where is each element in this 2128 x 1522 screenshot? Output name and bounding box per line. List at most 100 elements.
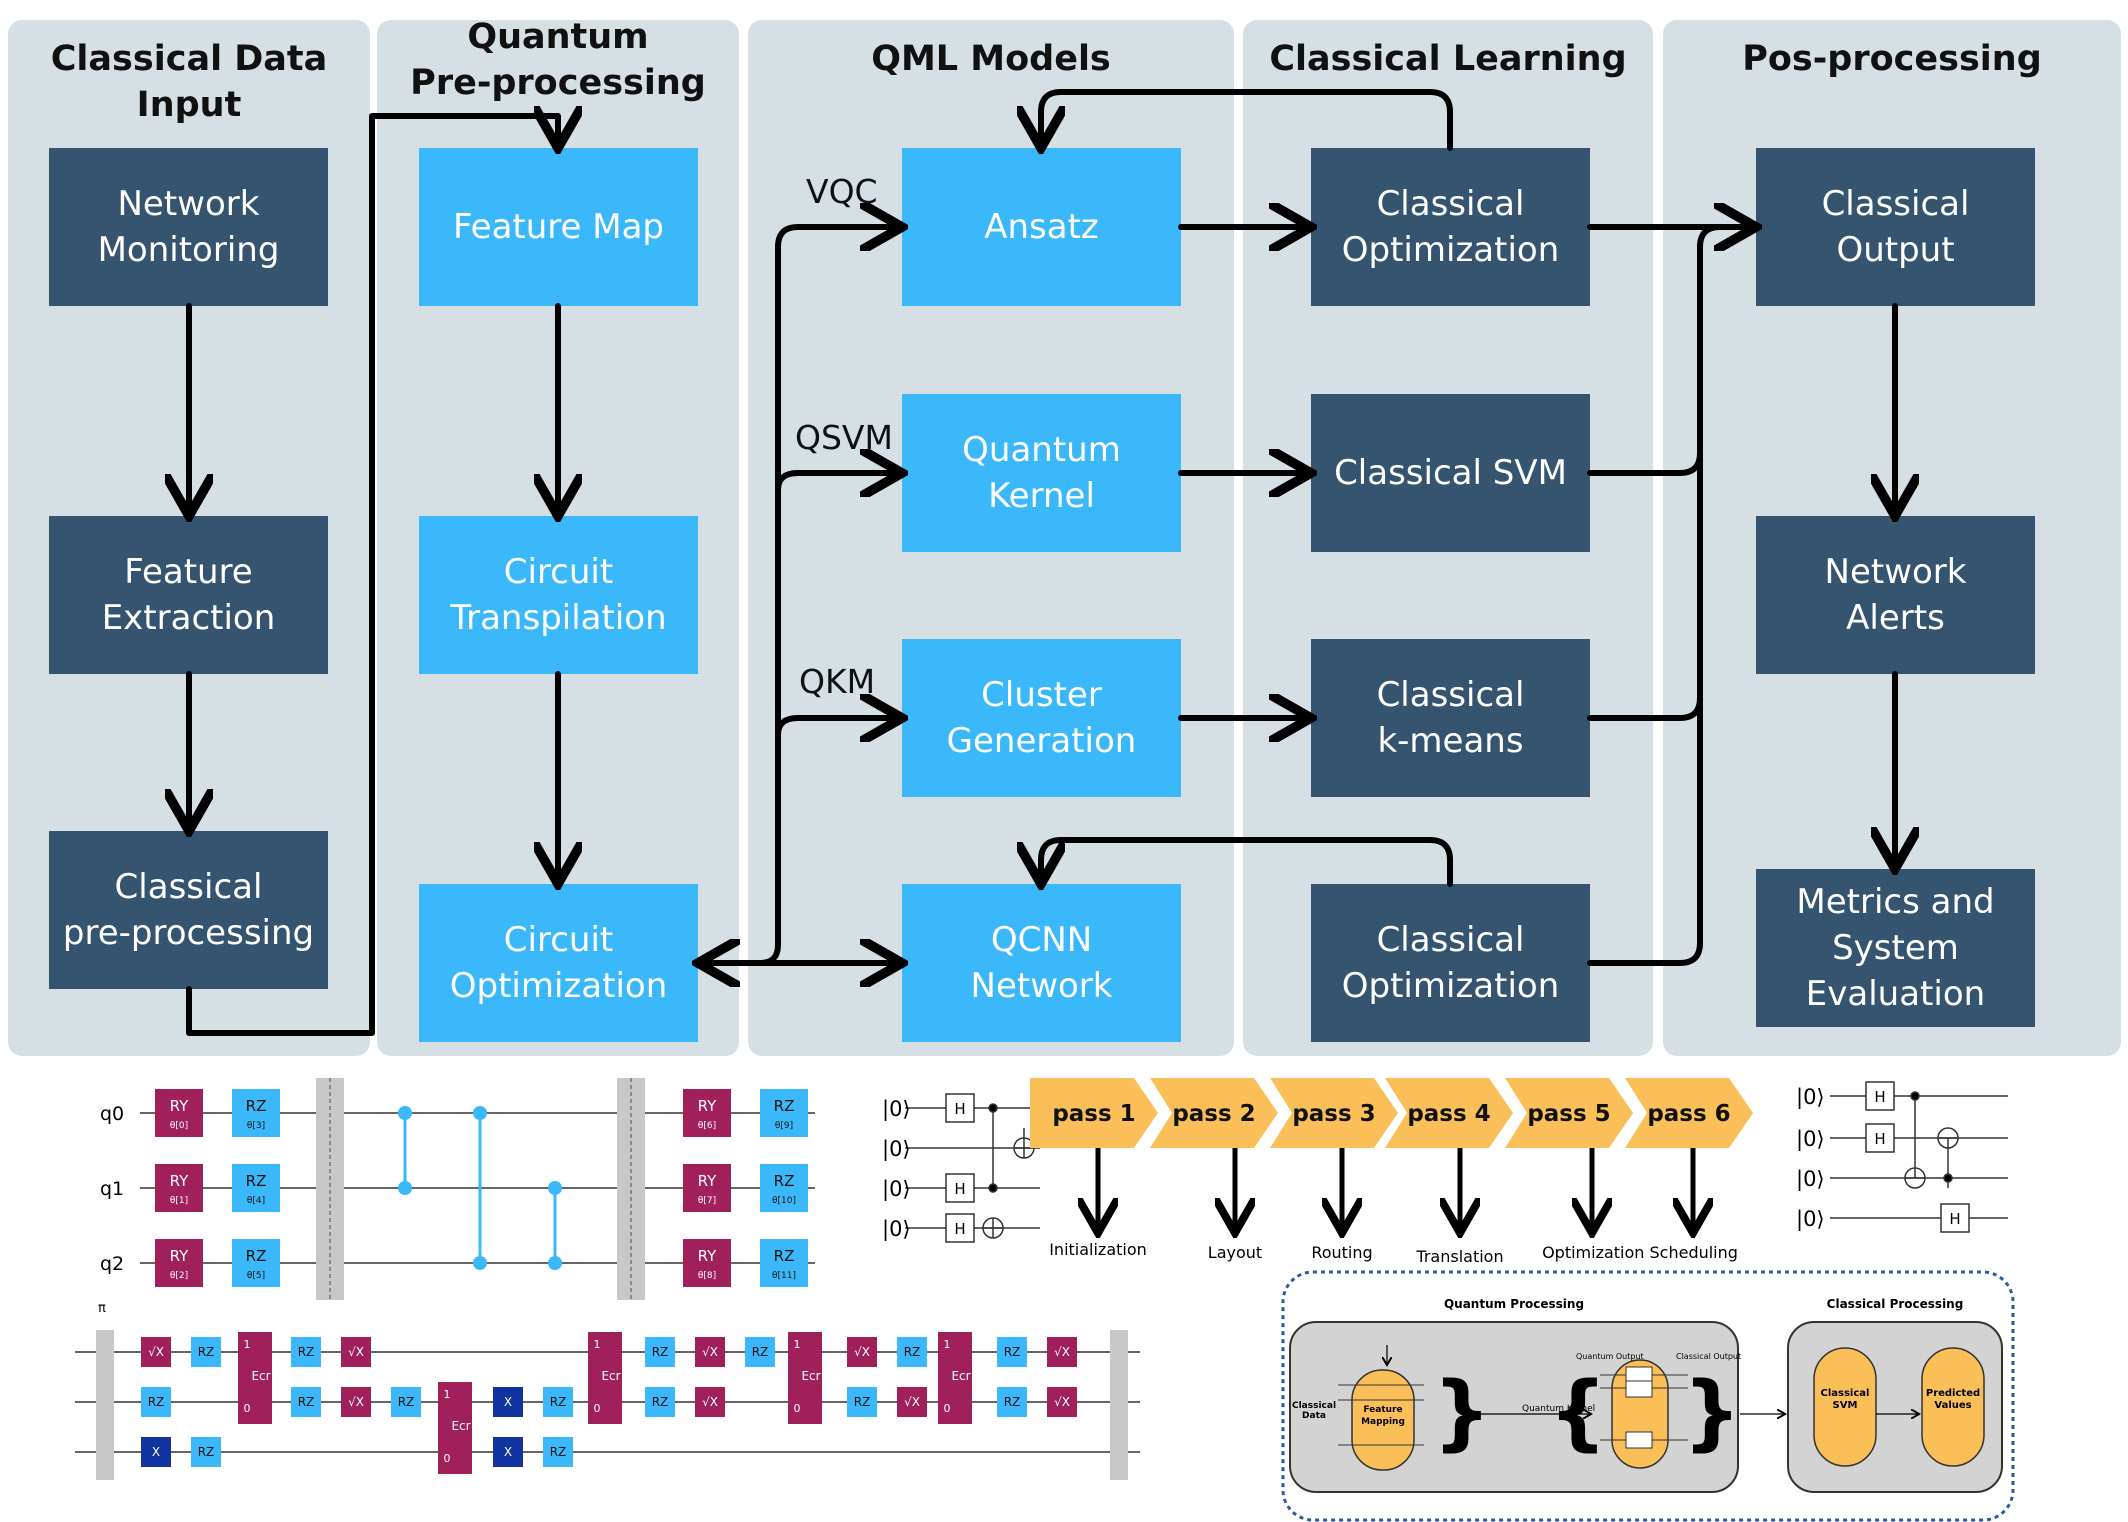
svg-text:H: H	[954, 1180, 965, 1198]
svg-text:RY: RY	[170, 1247, 189, 1265]
svg-text:RZ: RZ	[550, 1395, 567, 1409]
box-classical-output: Classical Output	[1756, 148, 2035, 306]
pipeline-predicted-values-2: Values	[1934, 1400, 1971, 1411]
svg-text:RZ: RZ	[854, 1395, 871, 1409]
box-classical-optimization-bottom: Classical Optimization	[1311, 884, 1590, 1042]
h-gate: H	[1865, 1123, 1895, 1153]
arrow-preprocessing-to-feature-map	[186, 116, 558, 1036]
pipeline-classical-processing: Classical Processing	[1827, 1297, 1964, 1311]
svg-text:√X: √X	[348, 1345, 364, 1359]
gate2-rz: RZ	[847, 1387, 877, 1417]
svg-text:RZ: RZ	[774, 1247, 795, 1265]
pipeline-feature-mapping-2: Mapping	[1361, 1417, 1405, 1427]
arrow-optimization-to-qcnn	[1041, 837, 1453, 884]
svg-text:RZ: RZ	[1004, 1395, 1021, 1409]
qubit-label-q0: q0	[100, 1103, 124, 1125]
box-classical-preprocessing: Classical pre-processing	[49, 831, 328, 989]
svg-text:H: H	[1874, 1130, 1885, 1148]
svg-text:RZ: RZ	[652, 1395, 669, 1409]
gate-rz-1: RZθ[4]	[232, 1164, 280, 1212]
pipeline-quantum-processing: Quantum Processing	[1444, 1297, 1584, 1311]
svg-text:RZ: RZ	[198, 1345, 215, 1359]
pipeline-feature-mapping-1: Feature	[1363, 1405, 1402, 1415]
gate2-x: X	[493, 1387, 523, 1417]
gate2-rz: RZ	[997, 1387, 1027, 1417]
pipeline-classical-svm-1: Classical	[1821, 1388, 1870, 1399]
gate2-rz: RZ	[745, 1337, 775, 1367]
h-gate: H	[945, 1213, 975, 1243]
gate2-rz: RZ	[997, 1337, 1027, 1367]
svg-text:0: 0	[944, 1402, 951, 1415]
box-cluster-generation: Cluster Generation	[902, 639, 1181, 797]
gate2-rz: RZ	[897, 1337, 927, 1367]
pi-label: π	[98, 1301, 106, 1316]
gate2-rz: RZ	[543, 1437, 573, 1467]
svg-text:1: 1	[244, 1338, 251, 1351]
gate-rz-0: RZθ[9]	[760, 1089, 808, 1137]
gate2-rz: RZ	[291, 1387, 321, 1417]
gate2-rz: RZ	[391, 1387, 421, 1417]
h-gate: H	[945, 1093, 975, 1123]
svg-text:Ecr: Ecr	[251, 1369, 270, 1383]
ket-zero: |0⟩	[882, 1177, 911, 1202]
gate-rz-2: RZθ[11]	[760, 1239, 808, 1287]
ket-zero: |0⟩	[882, 1097, 911, 1122]
column-title: Classical Learning	[1269, 39, 1627, 79]
pipeline-quantum-kernel: Quantum Kernel	[1522, 1404, 1595, 1414]
merge-svm	[1587, 450, 1703, 476]
gate-ry-2: RYθ[8]	[683, 1239, 731, 1287]
pass-chevron-1: pass 1	[1030, 1078, 1158, 1148]
pass-chevron-3: pass 3	[1270, 1078, 1398, 1148]
svg-text:θ[8]: θ[8]	[698, 1271, 716, 1281]
svg-text:1: 1	[594, 1338, 601, 1351]
svg-text:θ[10]: θ[10]	[772, 1196, 796, 1206]
svg-text:pass 2: pass 2	[1172, 1101, 1255, 1127]
gate-ry-1: RYθ[1]	[155, 1164, 203, 1212]
h-gate: H	[1865, 1081, 1895, 1111]
pipeline-classical-svm-2: SVM	[1833, 1400, 1858, 1411]
gate-rz-0: RZθ[3]	[232, 1089, 280, 1137]
gate2-rz: RZ	[191, 1337, 221, 1367]
svg-text:1: 1	[444, 1388, 451, 1401]
pass-chevron-2: pass 2	[1150, 1078, 1278, 1148]
box-qcnn-network: QCNN Network	[902, 884, 1181, 1042]
svg-text:1: 1	[794, 1338, 801, 1351]
ket-left-labels: |0⟩|0⟩|0⟩|0⟩HHH	[882, 1093, 975, 1243]
svg-text:RY: RY	[698, 1172, 717, 1190]
svg-text:RZ: RZ	[246, 1172, 267, 1190]
gate-rz-2: RZθ[5]	[232, 1239, 280, 1287]
svg-text:RY: RY	[698, 1097, 717, 1115]
box-feature-map: Feature Map	[419, 148, 698, 306]
ket-zero: |0⟩	[1796, 1085, 1825, 1110]
gate-ry-0: RYθ[6]	[683, 1089, 731, 1137]
gate2-sx: √X	[341, 1387, 371, 1417]
svg-text:√X: √X	[1054, 1395, 1070, 1409]
gate2-sx: √X	[847, 1337, 877, 1367]
gate2-rz: RZ	[191, 1437, 221, 1467]
pipeline-classical-data-2: Data	[1302, 1411, 1326, 1421]
svg-text:√X: √X	[1054, 1345, 1070, 1359]
box-network-monitoring: Network Monitoring	[49, 148, 328, 306]
svg-text:Ecr: Ecr	[451, 1419, 470, 1433]
svg-text:√X: √X	[348, 1395, 364, 1409]
svg-text:θ[1]: θ[1]	[170, 1196, 188, 1206]
ket-zero: |0⟩	[1796, 1127, 1825, 1152]
box-feature-extraction: Feature Extraction	[49, 516, 328, 674]
box-ansatz: Ansatz	[902, 148, 1181, 306]
svg-text:X: X	[504, 1445, 512, 1459]
column-title: Pos-processing	[1742, 39, 2042, 79]
svg-text:{: {	[1549, 1365, 1607, 1460]
box-network-alerts: Network Alerts	[1756, 516, 2035, 674]
svg-text:H: H	[954, 1100, 965, 1118]
svg-text:√X: √X	[148, 1345, 164, 1359]
pass-stage-label: Routing	[1311, 1243, 1372, 1262]
svg-text:√X: √X	[702, 1395, 718, 1409]
gate-ry-2: RYθ[2]	[155, 1239, 203, 1287]
pass-stage-label: Initialization	[1049, 1240, 1147, 1259]
svg-text:θ[9]: θ[9]	[775, 1121, 793, 1131]
